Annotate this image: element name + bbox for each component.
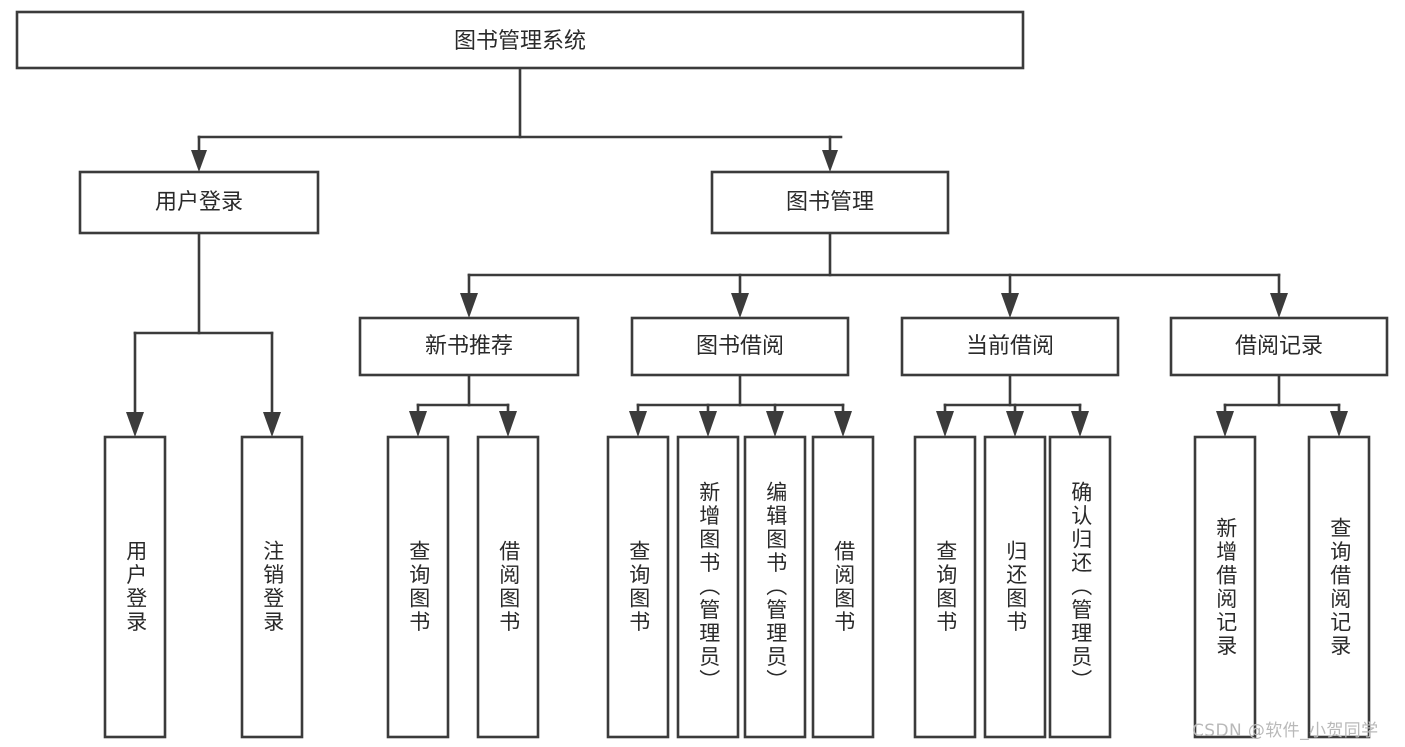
node-current-borrow-box[interactable]	[900, 316, 1120, 377]
node-leaf-query-book-1-box[interactable]	[386, 435, 450, 739]
node-book-borrow[interactable]: 图书借阅	[630, 316, 850, 377]
csdn-watermark: CSDN @软件_小贺同学	[1192, 721, 1379, 741]
node-leaf-query-book-3-box[interactable]	[913, 435, 977, 739]
node-user-login[interactable]: 用户登录	[78, 170, 320, 235]
connector-bookborrow-to-leaves	[629, 373, 852, 437]
node-borrow-record-box[interactable]	[1169, 316, 1389, 377]
node-root-label: 图书管理系统	[454, 29, 586, 54]
node-leaf-add-record-box[interactable]	[1193, 435, 1257, 739]
node-user-login-box[interactable]	[78, 170, 320, 235]
connector-newbook-to-leaves	[409, 373, 517, 437]
node-user-login-label: 用户登录	[155, 190, 243, 215]
node-leaf-user-logout-box[interactable]	[240, 435, 304, 739]
connector-userlogin-to-leaves	[126, 231, 281, 437]
connector-root-to-level2	[191, 66, 843, 172]
node-new-book-recommend[interactable]: 新书推荐	[358, 316, 580, 377]
node-leaf-query-book-2-box[interactable]	[606, 435, 670, 739]
node-leaf-user-login-box[interactable]	[103, 435, 167, 739]
node-root[interactable]: 图书管理系统	[15, 10, 1025, 70]
node-leaf-return-book-box[interactable]	[983, 435, 1047, 739]
connector-bookmanage-to-level3	[460, 231, 1288, 318]
node-new-book-recommend-label: 新书推荐	[425, 334, 513, 359]
node-book-manage-label: 图书管理	[786, 190, 874, 215]
node-leaf-add-book-box[interactable]	[676, 435, 740, 739]
connector-borrowrecord-to-leaves	[1216, 373, 1348, 437]
node-leaf-confirm-return-box[interactable]	[1048, 435, 1112, 739]
node-book-borrow-box[interactable]	[630, 316, 850, 377]
node-current-borrow-label: 当前借阅	[966, 334, 1054, 359]
node-leaf-borrow-book-2-box[interactable]	[811, 435, 875, 739]
node-borrow-record-label: 借阅记录	[1235, 334, 1323, 359]
node-book-manage[interactable]: 图书管理	[710, 170, 950, 235]
node-root-box[interactable]	[15, 10, 1025, 70]
node-book-manage-box[interactable]	[710, 170, 950, 235]
node-leaf-edit-book-box[interactable]	[743, 435, 807, 739]
node-book-borrow-label: 图书借阅	[696, 334, 784, 359]
node-borrow-record[interactable]: 借阅记录	[1169, 316, 1389, 377]
node-new-book-recommend-box[interactable]	[358, 316, 580, 377]
node-leaf-query-record-box[interactable]	[1307, 435, 1371, 739]
node-leaf-borrow-book-1-box[interactable]	[476, 435, 540, 739]
connector-currentborrow-to-leaves	[936, 373, 1089, 437]
node-current-borrow[interactable]: 当前借阅	[900, 316, 1120, 377]
